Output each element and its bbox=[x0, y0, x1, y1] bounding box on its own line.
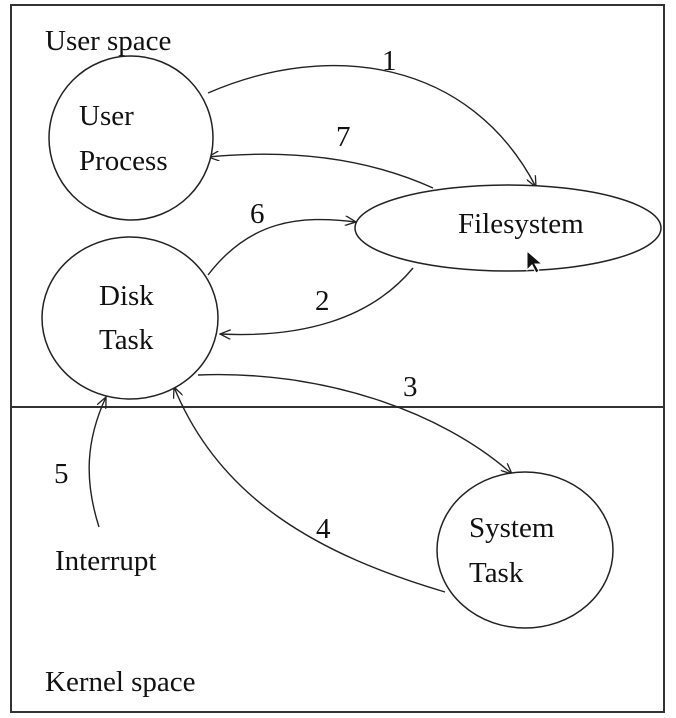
edge-4 bbox=[174, 387, 446, 593]
user-process-label-line1: User bbox=[79, 100, 134, 132]
edge-label-2: 2 bbox=[315, 285, 330, 317]
user-process-label-line2: Process bbox=[79, 145, 168, 177]
edge-label-4: 4 bbox=[316, 513, 331, 545]
node-filesystem: Filesystem bbox=[354, 184, 662, 272]
mouse-cursor-icon bbox=[526, 249, 544, 274]
edge-7 bbox=[208, 154, 434, 189]
edge-label-7: 7 bbox=[336, 121, 351, 153]
node-system-task: System Task bbox=[436, 471, 614, 629]
interrupt-label: Interrupt bbox=[55, 545, 156, 577]
edge-label-3: 3 bbox=[403, 371, 418, 403]
diagram-frame bbox=[10, 4, 665, 713]
edge-6 bbox=[207, 220, 356, 276]
node-user-process: User Process bbox=[48, 55, 214, 221]
disk-task-label-line1: Disk bbox=[99, 280, 154, 312]
edge-5 bbox=[88, 397, 106, 528]
disk-task-circle bbox=[41, 236, 219, 400]
system-task-circle bbox=[436, 471, 614, 629]
system-task-label-line1: System bbox=[469, 512, 555, 544]
kernel-space-label: Kernel space bbox=[45, 666, 196, 698]
edge-label-5: 5 bbox=[54, 458, 69, 490]
system-task-label-line2: Task bbox=[469, 557, 524, 589]
edge-label-6: 6 bbox=[250, 198, 265, 230]
filesystem-ellipse bbox=[354, 184, 662, 272]
filesystem-label: Filesystem bbox=[458, 208, 584, 240]
edge-3 bbox=[197, 373, 512, 474]
edge-2 bbox=[220, 267, 414, 335]
edge-label-1: 1 bbox=[382, 45, 397, 77]
node-disk-task: Disk Task bbox=[41, 236, 219, 400]
user-process-circle bbox=[48, 55, 214, 221]
user-space-label: User space bbox=[45, 25, 171, 57]
edge-1 bbox=[207, 64, 536, 187]
disk-task-label-line2: Task bbox=[99, 324, 154, 356]
